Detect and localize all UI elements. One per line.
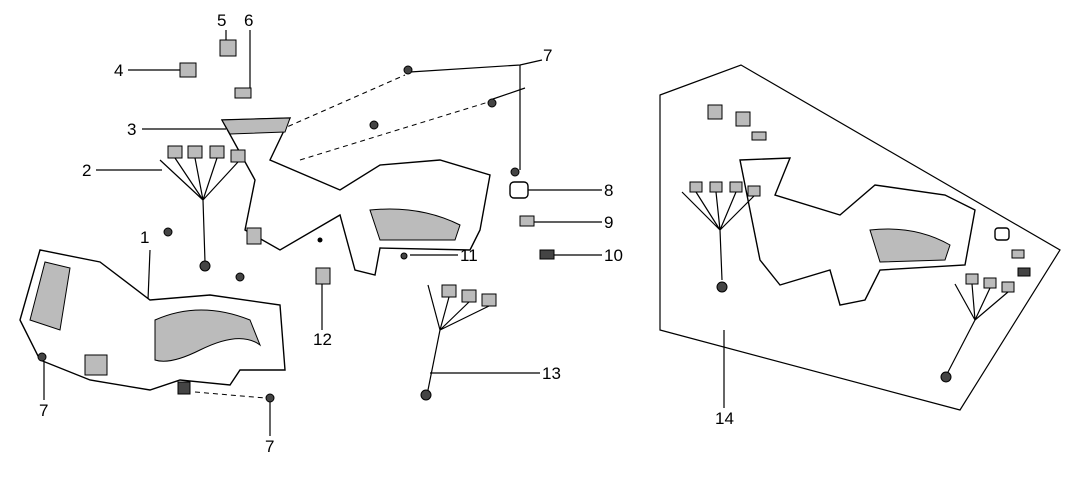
callout-11: 11 — [460, 246, 478, 265]
callout-10: 10 — [604, 246, 623, 265]
wire-harness-upper — [159, 145, 246, 272]
callout-4: 4 — [114, 61, 124, 80]
callout-14: 14 — [715, 409, 734, 428]
front-handlebar-cover — [19, 249, 286, 395]
callout-12: 12 — [313, 330, 332, 349]
kit-contents — [681, 104, 1031, 383]
callout-7-bottom: 7 — [265, 437, 275, 456]
small-parts — [37, 39, 555, 403]
callout-7-left: 7 — [39, 401, 49, 420]
kit-outline — [659, 64, 1061, 411]
callout-3: 3 — [127, 120, 137, 139]
callout-13: 13 — [542, 364, 561, 383]
rear-handlebar-cover — [220, 117, 491, 276]
callout-8: 8 — [604, 181, 614, 200]
callout-6: 6 — [244, 11, 254, 30]
callout-9: 9 — [604, 213, 614, 232]
callout-1: 1 — [140, 228, 150, 247]
callout-5: 5 — [217, 11, 227, 30]
callout-2: 2 — [82, 161, 92, 180]
wire-harness-lower — [420, 284, 497, 401]
callout-7-top: 7 — [543, 46, 553, 65]
